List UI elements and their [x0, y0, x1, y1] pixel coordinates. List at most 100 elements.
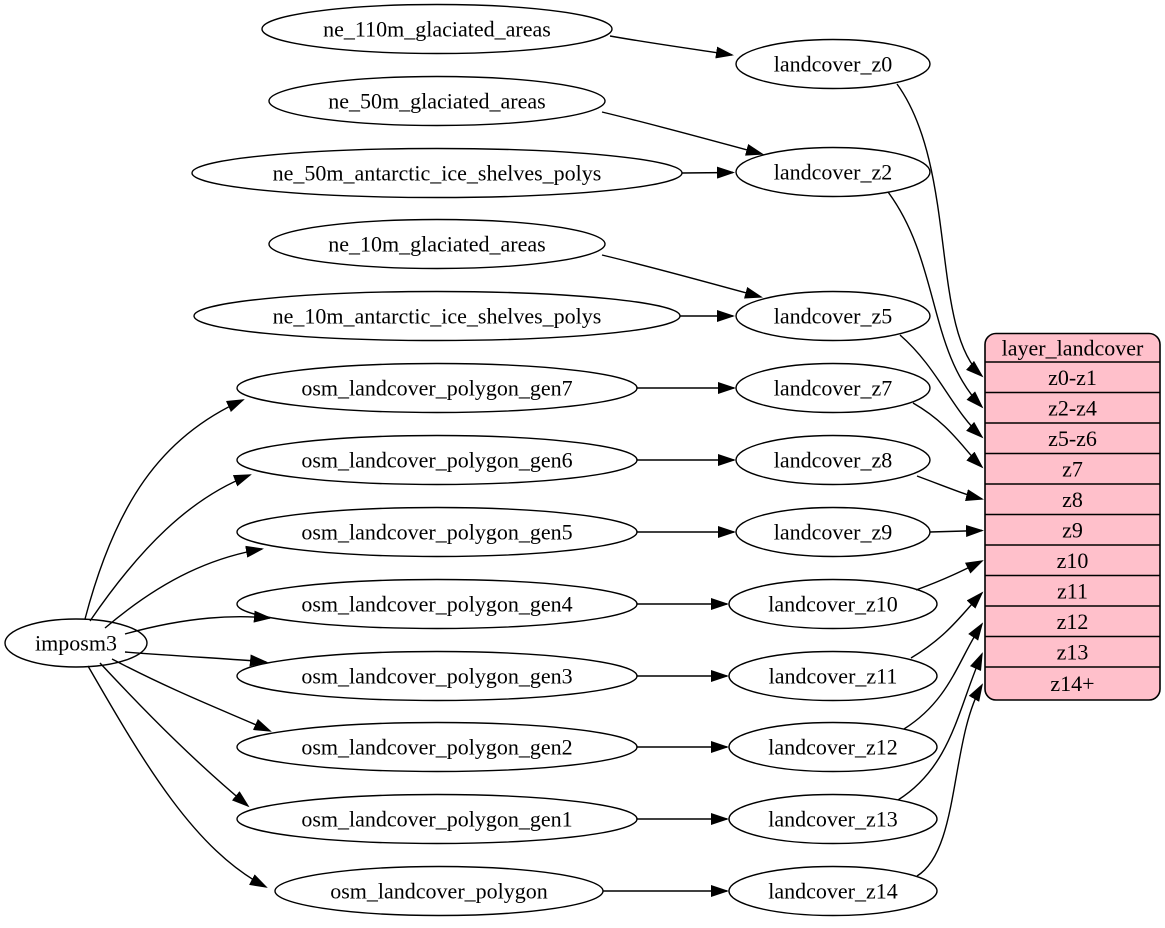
source-label: ne_110m_glaciated_areas: [323, 17, 551, 42]
intermediate-label: landcover_z10: [768, 592, 898, 617]
source-ellipse: [268, 75, 606, 127]
source-label: osm_landcover_polygon_gen1: [301, 807, 572, 832]
node-osm-landcover-polygon-gen7: osm_landcover_polygon_gen7: [236, 362, 638, 414]
edge-imposm3-to-gen4: [124, 610, 272, 635]
source-label: osm_landcover_polygon_gen2: [301, 735, 572, 760]
table-row-z11: z11: [1057, 579, 1088, 604]
node-landcover-z13: landcover_z13: [728, 793, 938, 845]
node-landcover-z9: landcover_z9: [735, 506, 931, 558]
node-ne-110m-glaciated-areas: ne_110m_glaciated_areas: [261, 3, 613, 55]
intermediate-label: landcover_z0: [774, 52, 893, 77]
table-row-z8: z8: [1062, 487, 1083, 512]
intermediate-ellipse: [728, 721, 938, 773]
intermediate-ellipse: [728, 650, 938, 702]
edge-imposm3-to-gen2: [111, 658, 272, 732]
intermediate-ellipse: [735, 38, 931, 90]
edge-z10-to-row-z10: [915, 560, 984, 591]
edge-z11-to-row-z11: [910, 591, 984, 659]
edge-imposm3-to-gen1: [99, 662, 250, 808]
table-row-z10: z10: [1057, 548, 1089, 573]
edge-imposm3-to-polygon: [87, 665, 268, 888]
node-landcover-z14: landcover_z14: [728, 865, 938, 917]
intermediate-ellipse: [735, 362, 931, 414]
node-ne-50m-antarctic-ice-shelves-polys: ne_50m_antarctic_ice_shelves_polys: [191, 147, 683, 199]
edge-ne110m-to-z0: [609, 35, 734, 59]
node-landcover-z11: landcover_z11: [728, 650, 938, 702]
edge-z2-to-row-z2-z4: [887, 191, 984, 409]
table-row-z2-z4: z2-z4: [1048, 396, 1097, 421]
source-label: ne_50m_glaciated_areas: [328, 89, 545, 114]
node-osm-landcover-polygon-gen1: osm_landcover_polygon_gen1: [236, 793, 638, 845]
intermediate-label: landcover_z9: [774, 520, 893, 545]
layer-landcover-title: layer_landcover: [1002, 336, 1144, 361]
layer-landcover-box: [984, 332, 1161, 701]
intermediate-label: landcover_z14: [768, 879, 898, 904]
table-row-z9: z9: [1062, 518, 1083, 543]
intermediate-label: landcover_z11: [769, 664, 898, 689]
intermediate-label: landcover_z12: [768, 735, 898, 760]
intermediate-label: landcover_z7: [774, 376, 893, 401]
intermediate-ellipse: [735, 146, 931, 198]
node-osm-landcover-polygon-gen6: osm_landcover_polygon_gen6: [236, 434, 638, 486]
source-ellipse: [261, 3, 613, 55]
intermediate-label: landcover_z2: [774, 160, 893, 185]
table-row-z14plus: z14+: [1050, 671, 1094, 696]
table-row-z13: z13: [1057, 640, 1089, 665]
intermediate-ellipse: [728, 793, 938, 845]
source-label: osm_landcover_polygon: [330, 879, 548, 904]
node-osm-landcover-polygon-gen2: osm_landcover_polygon_gen2: [236, 721, 638, 773]
edge-imposm3-to-gen5: [104, 545, 264, 629]
edge-z13-to-row-z13: [897, 652, 983, 801]
source-label: osm_landcover_polygon_gen7: [301, 376, 572, 401]
edge-z9-to-row-z9: [929, 524, 984, 537]
node-landcover-z0: landcover_z0: [735, 38, 931, 90]
table-row-z0-z1: z0-z1: [1048, 365, 1097, 390]
node-ne-50m-glaciated-areas: ne_50m_glaciated_areas: [268, 75, 606, 127]
node-landcover-z8: landcover_z8: [735, 434, 931, 486]
node-osm-landcover-polygon: osm_landcover_polygon: [274, 865, 604, 917]
node-landcover-z12: landcover_z12: [728, 721, 938, 773]
edge-imposm3-to-gen3: [124, 651, 268, 667]
edge-imposm3-to-gen7: [84, 399, 245, 620]
node-landcover-z2: landcover_z2: [735, 146, 931, 198]
source-label: osm_landcover_polygon_gen3: [301, 664, 572, 689]
source-label: ne_10m_antarctic_ice_shelves_polys: [273, 304, 602, 329]
source-label: ne_50m_antarctic_ice_shelves_polys: [273, 161, 602, 186]
edge-ne50m-antarctic-to-z2: [681, 166, 735, 179]
intermediate-ellipse: [735, 434, 931, 486]
node-imposm3: imposm3: [4, 618, 148, 668]
table-row-z5-z6: z5-z6: [1048, 426, 1097, 451]
edge-z5-to-row-z5-z6: [899, 334, 984, 439]
edge-z12-to-row-z12: [903, 622, 984, 730]
edge-z14-to-row-z14plus: [916, 683, 984, 877]
edge-imposm3-to-gen6: [89, 474, 252, 622]
imposm3-ellipse: [4, 618, 148, 668]
intermediate-label: landcover_z8: [774, 448, 893, 473]
imposm3-label: imposm3: [35, 631, 117, 656]
node-landcover-z10: landcover_z10: [728, 578, 938, 630]
intermediate-ellipse: [735, 290, 931, 342]
edge-z8-to-row-z8: [916, 475, 984, 501]
source-label: ne_10m_glaciated_areas: [328, 232, 545, 257]
node-landcover-z5: landcover_z5: [735, 290, 931, 342]
node-osm-landcover-polygon-gen5: osm_landcover_polygon_gen5: [236, 506, 638, 558]
source-label: osm_landcover_polygon_gen6: [301, 448, 572, 473]
intermediate-label: landcover_z5: [774, 304, 893, 329]
table-row-z12: z12: [1057, 609, 1089, 634]
node-layer-landcover: layer_landcover z0-z1 z2-z4 z5-z6 z7 z8 …: [984, 332, 1161, 701]
intermediate-ellipse: [728, 865, 938, 917]
source-ellipse: [268, 218, 606, 270]
source-label: osm_landcover_polygon_gen4: [301, 592, 572, 617]
intermediate-ellipse: [728, 578, 938, 630]
node-ne-10m-antarctic-ice-shelves-polys: ne_10m_antarctic_ice_shelves_polys: [193, 290, 681, 342]
edge-z7-to-row-z7: [912, 402, 984, 469]
source-label: osm_landcover_polygon_gen5: [301, 520, 572, 545]
node-osm-landcover-polygon-gen4: osm_landcover_polygon_gen4: [236, 578, 638, 630]
edge-ne10m-glaciated-to-z5: [601, 254, 763, 299]
intermediate-label: landcover_z13: [768, 807, 898, 832]
node-ne-10m-glaciated-areas: ne_10m_glaciated_areas: [268, 218, 606, 270]
table-row-z7: z7: [1062, 457, 1083, 482]
edge-z0-to-row-z0-z1: [896, 83, 984, 378]
node-landcover-z7: landcover_z7: [735, 362, 931, 414]
